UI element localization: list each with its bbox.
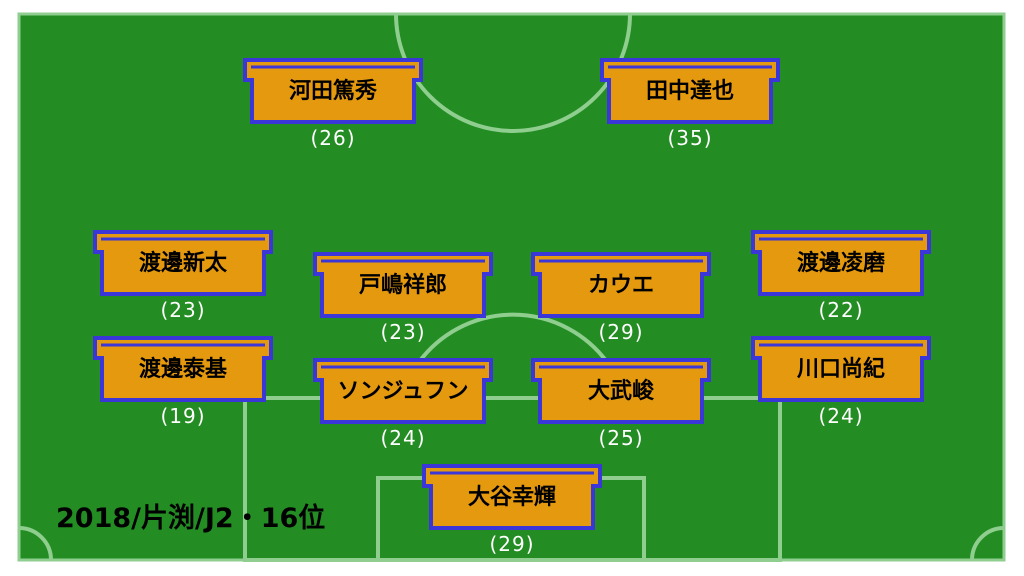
shirt <box>243 58 423 124</box>
player-age: (22) <box>818 298 864 322</box>
player-name: ソンジュフン <box>337 379 469 404</box>
player-age: (29) <box>598 320 644 344</box>
player-name: カウエ <box>587 273 654 298</box>
player-name: 渡邊凌磨 <box>796 251 885 276</box>
player-name: 川口尚紀 <box>796 357 885 382</box>
player-name: 大谷幸輝 <box>467 485 556 510</box>
player-card: 田中達也 (35) <box>600 58 780 150</box>
player-age: (26) <box>310 126 356 150</box>
season-caption: 2018/片渕/J2・16位 <box>56 503 326 534</box>
shirt <box>313 358 493 424</box>
player-name: 渡邊新太 <box>138 251 227 276</box>
player-card: 大武峻 (25) <box>531 358 711 450</box>
player-name: 渡邊泰基 <box>138 357 227 382</box>
player-card: 大谷幸輝 (29) <box>422 464 602 556</box>
player-name: 戸嶋祥郎 <box>358 273 447 298</box>
player-age: (19) <box>160 404 206 428</box>
shirt <box>751 230 931 296</box>
player-card: 渡邊凌磨 (22) <box>751 230 931 322</box>
player-card: 川口尚紀 (24) <box>751 336 931 428</box>
player-name: 河田篤秀 <box>288 79 377 104</box>
player-age: (29) <box>489 532 535 556</box>
shirt <box>313 252 493 318</box>
player-card: ソンジュフン (24) <box>313 358 493 450</box>
player-age: (35) <box>667 126 713 150</box>
player-age: (24) <box>818 404 864 428</box>
shirt <box>93 230 273 296</box>
player-card: 渡邊新太 (23) <box>93 230 273 322</box>
corner-arc-left <box>18 526 53 561</box>
player-age: (24) <box>380 426 426 450</box>
penalty-arc <box>417 312 609 364</box>
shirt <box>531 358 711 424</box>
corner-arc-right <box>970 526 1005 561</box>
player-name: 田中達也 <box>645 79 734 104</box>
player-card: 渡邊泰基 (19) <box>93 336 273 428</box>
shirt <box>422 464 602 530</box>
player-card: カウエ (29) <box>531 252 711 344</box>
player-age: (23) <box>160 298 206 322</box>
player-age: (25) <box>598 426 644 450</box>
shirt <box>751 336 931 402</box>
shirt <box>531 252 711 318</box>
player-age: (23) <box>380 320 426 344</box>
player-card: 河田篤秀 (26) <box>243 58 423 150</box>
player-card: 戸嶋祥郎 (23) <box>313 252 493 344</box>
player-name: 大武峻 <box>587 379 654 404</box>
shirt <box>600 58 780 124</box>
shirt <box>93 336 273 402</box>
